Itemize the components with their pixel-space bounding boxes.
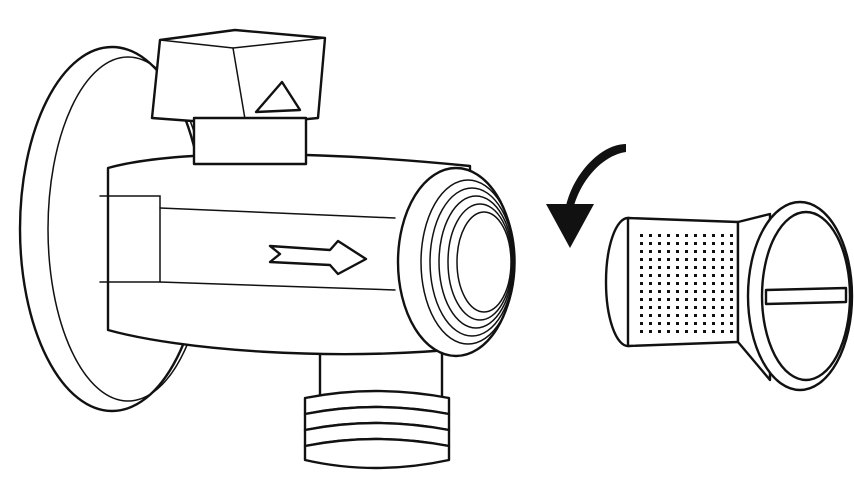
flow-direction-arrow <box>268 239 368 276</box>
inlet-threaded-mouth <box>396 166 516 358</box>
insertion-arrow <box>546 144 626 248</box>
strainer-filter-insert <box>604 200 854 392</box>
filter-mesh <box>640 234 733 333</box>
valve-handle <box>150 28 327 166</box>
